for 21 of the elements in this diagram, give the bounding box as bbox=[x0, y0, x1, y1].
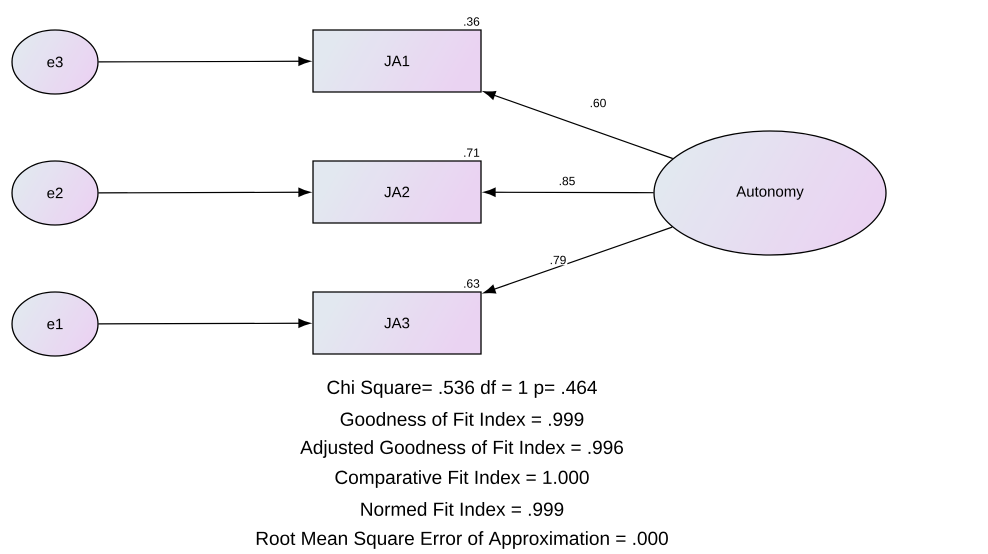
arrow bbox=[484, 226, 672, 294]
fit-statistic: Root Mean Square Error of Approximation = .000 bbox=[256, 531, 668, 549]
arrow bbox=[98, 318, 310, 328]
fit-statistic: Adjusted Goodness of Fit Index = .996 bbox=[300, 440, 623, 458]
arrow bbox=[484, 90, 673, 160]
fit-statistic: Comparative Fit Index = 1.000 bbox=[335, 470, 589, 488]
edge-label: .79 bbox=[548, 254, 568, 266]
fit-statistic: Chi Square= .536 df = 1 p= .464 bbox=[328, 380, 597, 398]
arrow bbox=[484, 188, 654, 197]
edge-label: .85 bbox=[558, 176, 576, 186]
variable-box: JA2 bbox=[312, 160, 482, 224]
loading-value: .63 bbox=[464, 279, 480, 288]
edge-label: .60 bbox=[588, 98, 608, 108]
variable-box: JA3 bbox=[312, 291, 482, 355]
variable-box: JA1 bbox=[312, 29, 482, 93]
arrow bbox=[98, 188, 310, 197]
fit-statistic: Goodness of Fit Index = .999 bbox=[340, 412, 584, 426]
loading-value: .71 bbox=[464, 148, 480, 157]
fit-statistic: Normed Fit Index = .999 bbox=[361, 502, 564, 516]
loading-value: .36 bbox=[464, 17, 480, 26]
arrow bbox=[98, 56, 310, 66]
